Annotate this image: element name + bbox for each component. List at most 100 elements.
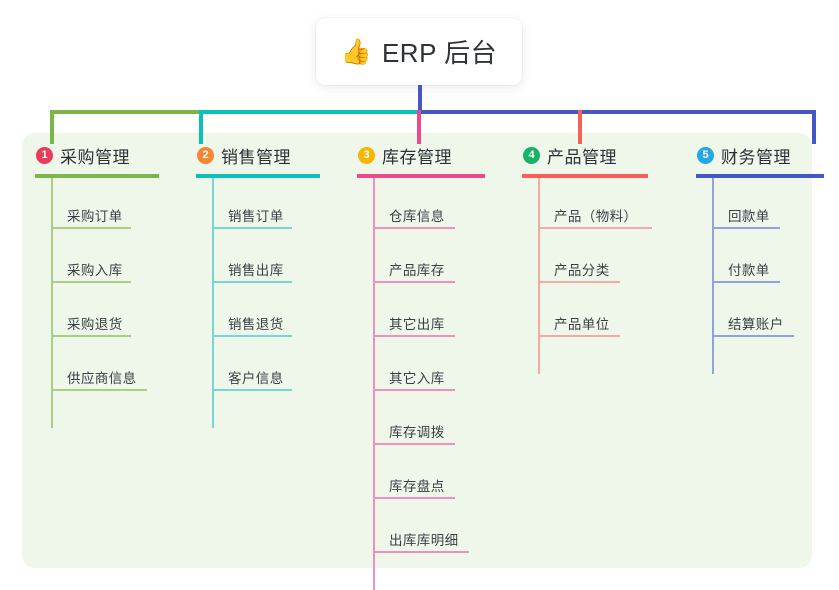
leaf-node[interactable]: 采购退货 bbox=[51, 311, 131, 337]
leaf-node[interactable]: 供应商信息 bbox=[51, 365, 147, 391]
leaf-node-underline bbox=[538, 227, 652, 229]
leaf-node-label: 库存盘点 bbox=[389, 479, 445, 494]
leaf-node[interactable]: 结算账户 bbox=[712, 311, 794, 337]
leaf-node[interactable]: 销售订单 bbox=[212, 203, 292, 229]
leaf-node-underline bbox=[373, 497, 455, 499]
leaf-node[interactable]: 客户信息 bbox=[212, 365, 292, 391]
leaf-node-label: 产品（物料） bbox=[554, 209, 638, 224]
leaf-node[interactable]: 产品（物料） bbox=[538, 203, 652, 229]
leaf-node[interactable]: 出库库明细 bbox=[373, 527, 469, 553]
leaf-node[interactable]: 产品分类 bbox=[538, 257, 620, 283]
leaf-node-label: 库存调拨 bbox=[389, 425, 445, 440]
leaf-node-underline bbox=[373, 335, 455, 337]
column-title: 财务管理 bbox=[721, 148, 791, 167]
leaf-node-label: 客户信息 bbox=[228, 371, 284, 386]
leaf-node[interactable]: 付款单 bbox=[712, 257, 780, 283]
leaf-node-underline bbox=[712, 281, 780, 283]
leaf-node-label: 结算账户 bbox=[728, 317, 784, 332]
leaf-node-label: 产品单位 bbox=[554, 317, 610, 332]
leaf-node-underline bbox=[212, 227, 292, 229]
leaf-node-label: 采购退货 bbox=[67, 317, 123, 332]
bus-drop-line bbox=[578, 110, 582, 144]
column-header-underline bbox=[696, 174, 824, 178]
column-header-2[interactable]: 2 销售管理 bbox=[183, 143, 291, 168]
leaf-node-underline bbox=[712, 227, 780, 229]
leaf-node-label: 其它入库 bbox=[389, 371, 445, 386]
bus-drop-line bbox=[812, 110, 816, 144]
column-trunk-line bbox=[538, 178, 540, 374]
column-title: 产品管理 bbox=[547, 148, 617, 167]
leaf-node-label: 出库库明细 bbox=[389, 533, 459, 548]
column-trunk-line bbox=[212, 178, 214, 428]
column-header-4[interactable]: 4 产品管理 bbox=[509, 143, 617, 168]
root-node-card[interactable]: 👍 ERP 后台 bbox=[316, 18, 522, 85]
column-header-1[interactable]: 1 采购管理 bbox=[22, 143, 130, 168]
leaf-node-label: 采购入库 bbox=[67, 263, 123, 278]
leaf-node-label: 其它出库 bbox=[389, 317, 445, 332]
leaf-node-underline bbox=[373, 281, 455, 283]
column-badge: 1 bbox=[36, 147, 53, 164]
leaf-node-label: 产品库存 bbox=[389, 263, 445, 278]
root-node-title: ERP 后台 bbox=[381, 38, 498, 68]
leaf-node-underline bbox=[51, 227, 131, 229]
diagram-background-panel bbox=[22, 133, 812, 568]
leaf-node[interactable]: 仓库信息 bbox=[373, 203, 455, 229]
column-badge: 2 bbox=[197, 147, 214, 164]
leaf-node-label: 销售退货 bbox=[228, 317, 284, 332]
bus-segment bbox=[50, 110, 200, 114]
leaf-node-underline bbox=[51, 281, 131, 283]
bus-drop-line bbox=[50, 110, 54, 144]
column-trunk-line bbox=[712, 178, 714, 374]
leaf-node-underline bbox=[373, 389, 455, 391]
leaf-node-label: 仓库信息 bbox=[389, 209, 445, 224]
leaf-node[interactable]: 其它出库 bbox=[373, 311, 455, 337]
column-title: 销售管理 bbox=[221, 148, 291, 167]
bus-segment bbox=[418, 110, 816, 114]
bus-segment bbox=[200, 110, 418, 114]
leaf-node-underline bbox=[538, 335, 620, 337]
leaf-node-underline bbox=[712, 335, 794, 337]
column-4: 4 产品管理产品（物料） 产品分类产品单位 bbox=[509, 143, 652, 374]
column-trunk-line bbox=[373, 178, 375, 590]
leaf-node[interactable]: 回款单 bbox=[712, 203, 780, 229]
leaf-node-label: 产品分类 bbox=[554, 263, 610, 278]
column-badge: 5 bbox=[697, 147, 714, 164]
bus-drop-line bbox=[199, 110, 203, 144]
leaf-node-underline bbox=[373, 443, 455, 445]
leaf-node[interactable]: 其它入库 bbox=[373, 365, 455, 391]
leaf-node-label: 供应商信息 bbox=[67, 371, 137, 386]
column-badge: 4 bbox=[523, 147, 540, 164]
leaf-node-label: 付款单 bbox=[728, 263, 770, 278]
column-2: 2 销售管理销售订单销售出库销售退货客户信息 bbox=[183, 143, 320, 428]
leaf-node[interactable]: 产品库存 bbox=[373, 257, 455, 283]
leaf-node-label: 回款单 bbox=[728, 209, 770, 224]
leaf-node[interactable]: 销售出库 bbox=[212, 257, 292, 283]
column-5: 5 财务管理回款单付款单结算账户 bbox=[683, 143, 824, 374]
column-header-underline bbox=[522, 174, 648, 178]
column-header-5[interactable]: 5 财务管理 bbox=[683, 143, 791, 168]
column-title: 采购管理 bbox=[60, 148, 130, 167]
leaf-node-underline bbox=[212, 335, 292, 337]
leaf-node-underline bbox=[538, 281, 620, 283]
leaf-node-label: 销售订单 bbox=[228, 209, 284, 224]
thumbs-up-icon: 👍 bbox=[340, 38, 372, 66]
column-header-underline bbox=[35, 174, 159, 178]
leaf-node-label: 采购订单 bbox=[67, 209, 123, 224]
column-header-underline bbox=[357, 174, 485, 178]
leaf-node-underline bbox=[212, 281, 292, 283]
bus-drop-line bbox=[417, 110, 421, 144]
leaf-node-underline bbox=[51, 335, 131, 337]
root-connector-stem bbox=[418, 85, 422, 112]
column-header-underline bbox=[196, 174, 320, 178]
leaf-node[interactable]: 库存调拨 bbox=[373, 419, 455, 445]
column-badge: 3 bbox=[358, 147, 375, 164]
leaf-node-label: 销售出库 bbox=[228, 263, 284, 278]
leaf-node[interactable]: 库存盘点 bbox=[373, 473, 455, 499]
leaf-node[interactable]: 采购订单 bbox=[51, 203, 131, 229]
leaf-node[interactable]: 销售退货 bbox=[212, 311, 292, 337]
leaf-node[interactable]: 采购入库 bbox=[51, 257, 131, 283]
leaf-node[interactable]: 产品单位 bbox=[538, 311, 620, 337]
column-1: 1 采购管理采购订单采购入库采购退货供应商信息 bbox=[22, 143, 159, 428]
